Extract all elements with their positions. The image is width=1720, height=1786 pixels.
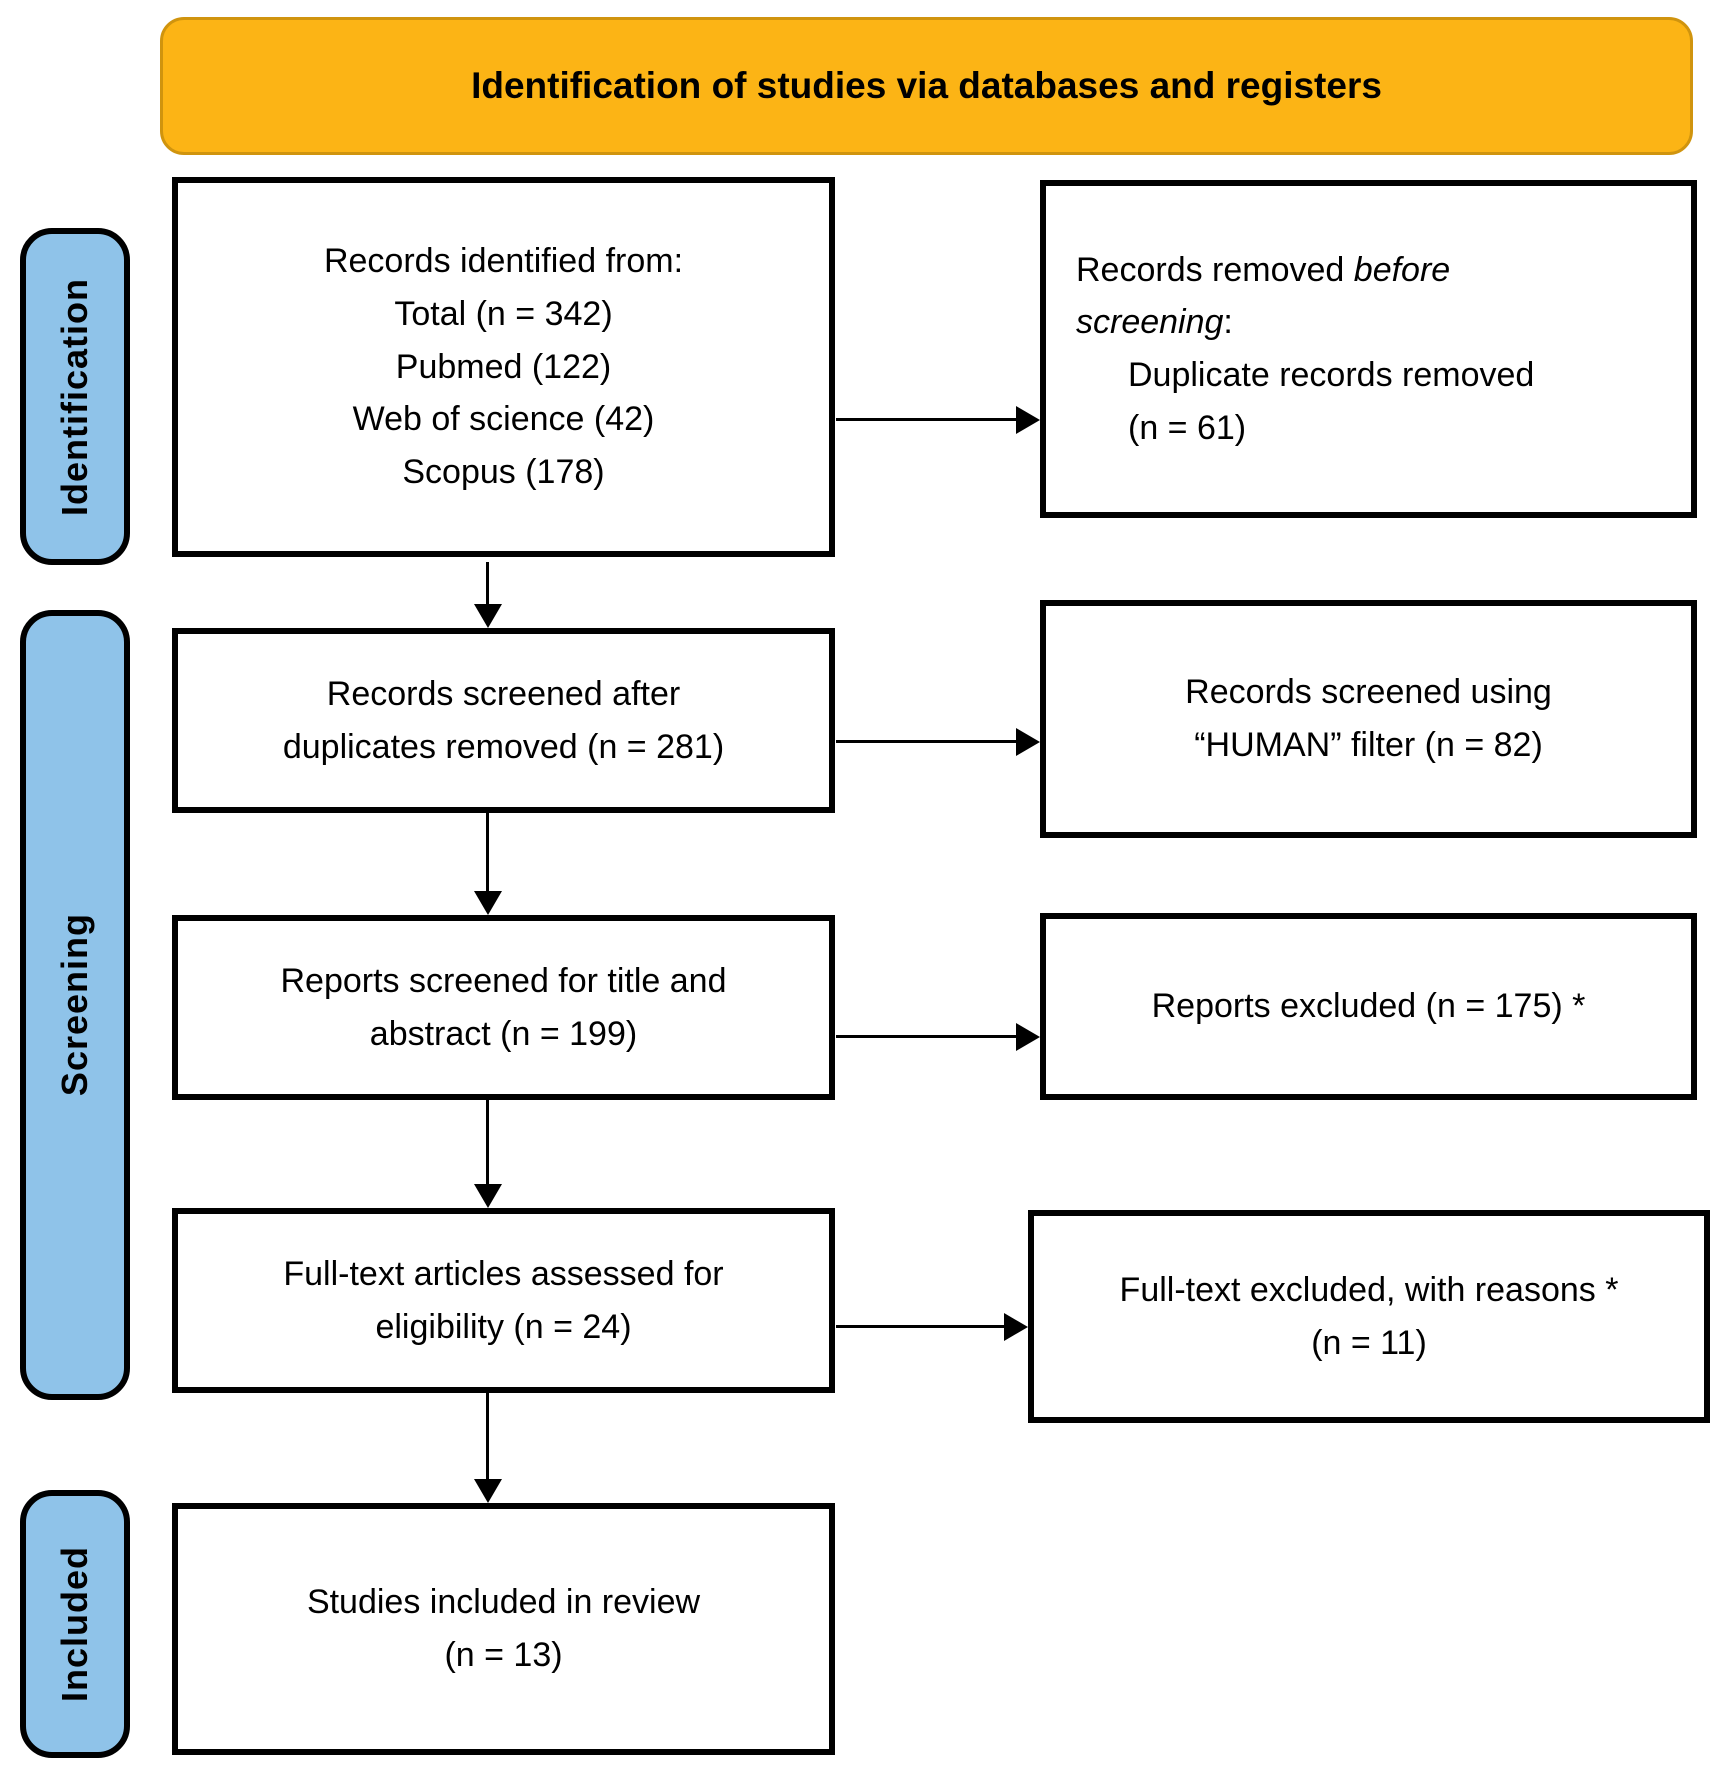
stage-identification: Identification	[20, 228, 130, 565]
arrow-right-fulltext-to-fulltext-excluded	[836, 1325, 1004, 1328]
records-screened-line: Records screened after	[326, 674, 681, 713]
records-removed-italic: screening	[1076, 303, 1224, 342]
arrow-down-title-abstract-to-fulltext	[486, 1100, 489, 1184]
stage-included-label: Included	[54, 1545, 95, 1702]
records-identified-line: Records identified from:	[323, 242, 684, 281]
records-removed-text: Records removed	[1076, 250, 1354, 289]
box-human-filter: Records screened using “HUMAN” filter (n…	[1040, 600, 1697, 838]
box-reports-excluded: Reports excluded (n = 175) *	[1040, 913, 1697, 1100]
records-removed-text: :	[1223, 303, 1233, 342]
records-identified-line: Scopus (178)	[402, 453, 605, 492]
fulltext-excluded-line: (n = 11)	[1311, 1323, 1427, 1362]
box-fulltext-assessed: Full-text articles assessed for eligibil…	[172, 1208, 835, 1393]
box-studies-included: Studies included in review (n = 13)	[172, 1503, 835, 1755]
box-fulltext-excluded: Full-text excluded, with reasons * (n = …	[1028, 1210, 1710, 1423]
arrow-down-fulltext-to-included	[486, 1392, 489, 1479]
stage-screening-label: Screening	[54, 913, 95, 1097]
human-filter-line: “HUMAN” filter (n = 82)	[1194, 726, 1543, 764]
records-removed-italic: before	[1353, 250, 1451, 289]
box-records-identified: Records identified from: Total (n = 342)…	[172, 177, 835, 557]
records-removed-line: Records removed before	[1076, 244, 1450, 297]
reports-excluded-line: Reports excluded (n = 175) *	[1151, 987, 1586, 1026]
records-removed-line: screening:	[1076, 296, 1233, 349]
studies-included-line: (n = 13)	[444, 1636, 563, 1674]
fulltext-excluded-line: Full-text excluded, with reasons *	[1119, 1270, 1619, 1309]
box-records-screened: Records screened after duplicates remove…	[172, 628, 835, 813]
arrow-right-screened-to-human-filter	[836, 740, 1016, 743]
stage-screening: Screening	[20, 610, 130, 1400]
arrow-down-screened-to-title-abstract	[486, 813, 489, 891]
box-records-removed-before-screening: Records removed before screening: Duplic…	[1040, 180, 1697, 518]
records-identified-line: Web of science (42)	[352, 400, 655, 439]
banner-title-text: Identification of studies via databases …	[471, 65, 1382, 106]
reports-screened-line: abstract (n = 199)	[369, 1014, 638, 1053]
records-screened-line: duplicates removed (n = 281)	[282, 727, 725, 766]
human-filter-line: Records screened using	[1185, 673, 1552, 712]
stage-identification-label: Identification	[54, 277, 95, 516]
arrow-down-identified-to-screened	[486, 562, 489, 604]
fulltext-assessed-line: Full-text articles assessed for	[283, 1254, 724, 1293]
records-identified-line: Total (n = 342)	[394, 294, 613, 333]
duplicates-removed-count: (n = 61)	[1128, 408, 1247, 447]
studies-included-line: Studies included in review	[306, 1583, 701, 1622]
arrow-right-identified-to-removed	[836, 418, 1016, 421]
banner-title: Identification of studies via databases …	[160, 17, 1693, 155]
box-reports-screened: Reports screened for title and abstract …	[172, 915, 835, 1100]
fulltext-assessed-line: eligibility (n = 24)	[375, 1307, 632, 1346]
duplicates-removed-line: Duplicate records removed	[1128, 356, 1535, 394]
stage-included: Included	[20, 1490, 130, 1758]
reports-screened-line: Reports screened for title and	[280, 961, 727, 1000]
arrow-right-title-abstract-to-reports-excluded	[836, 1035, 1016, 1038]
records-identified-line: Pubmed (122)	[395, 347, 612, 386]
